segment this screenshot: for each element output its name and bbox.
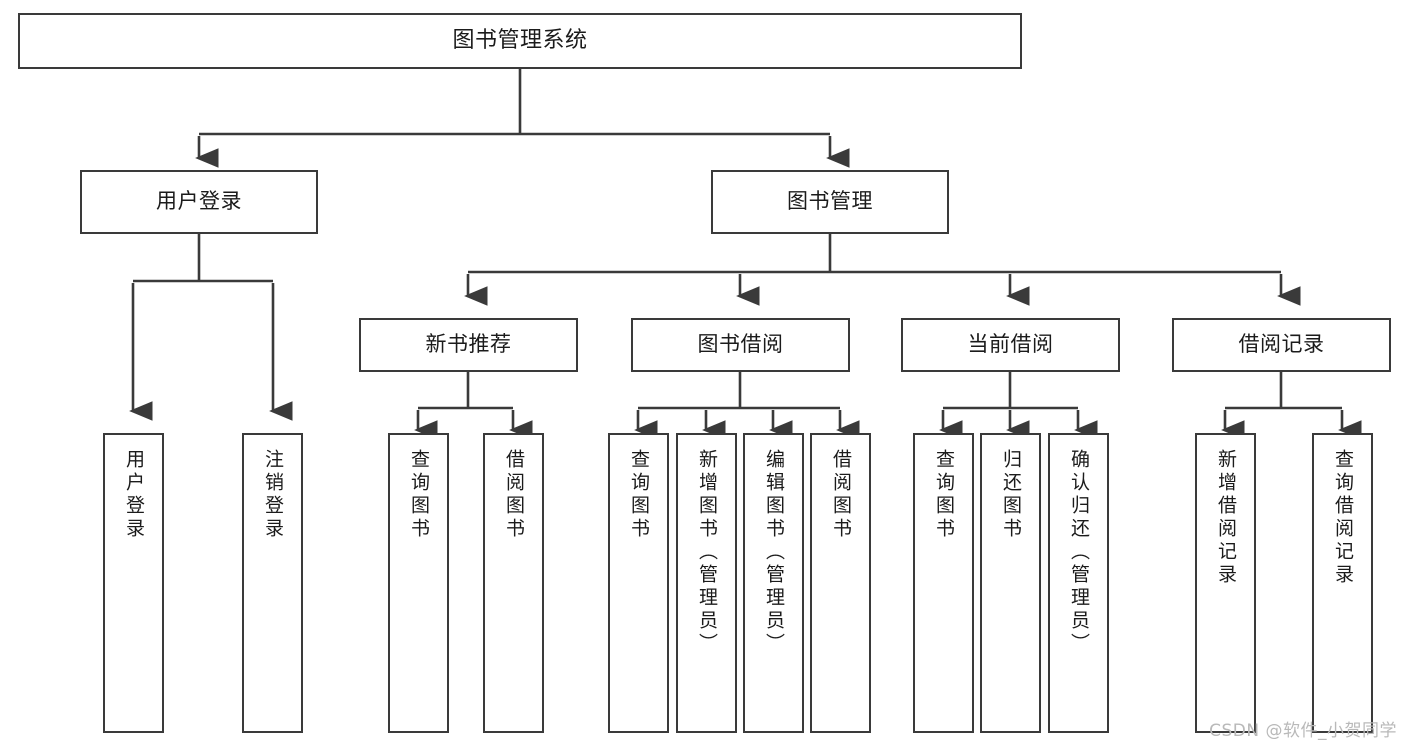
leaf-label: 借阅图书 xyxy=(503,449,525,541)
leaf-label: 确认归还（管理员） xyxy=(1068,449,1090,656)
leaf-label: 查询图书 xyxy=(933,449,955,541)
node-book-borrow[interactable]: 图书借阅 xyxy=(631,318,850,372)
watermark-text: CSDN @软件_小贺同学 xyxy=(1209,721,1397,741)
node-user-login[interactable]: 用户登录 xyxy=(80,170,318,234)
leaf-label: 归还图书 xyxy=(1000,449,1022,541)
node-leaf-query-book-3[interactable]: 查询图书 xyxy=(913,433,974,733)
node-leaf-add-book[interactable]: 新增图书（管理员） xyxy=(676,433,737,733)
node-book-management[interactable]: 图书管理 xyxy=(711,170,949,234)
leaf-label: 查询图书 xyxy=(628,449,650,541)
leaf-label: 用户登录 xyxy=(123,449,145,541)
node-root-system[interactable]: 图书管理系统 xyxy=(18,13,1022,69)
node-leaf-confirm-return[interactable]: 确认归还（管理员） xyxy=(1048,433,1109,733)
node-borrow-record[interactable]: 借阅记录 xyxy=(1172,318,1391,372)
leaf-label: 新增图书（管理员） xyxy=(696,449,718,656)
leaf-label: 编辑图书（管理员） xyxy=(763,449,785,656)
node-leaf-user-login[interactable]: 用户登录 xyxy=(103,433,164,733)
leaf-label: 查询图书 xyxy=(408,449,430,541)
node-leaf-add-record[interactable]: 新增借阅记录 xyxy=(1195,433,1256,733)
node-current-borrow[interactable]: 当前借阅 xyxy=(901,318,1120,372)
node-new-book-recommend[interactable]: 新书推荐 xyxy=(359,318,578,372)
leaf-label: 新增借阅记录 xyxy=(1215,449,1237,587)
node-leaf-query-book-1[interactable]: 查询图书 xyxy=(388,433,449,733)
leaf-label: 借阅图书 xyxy=(830,449,852,541)
node-leaf-borrow-book-2[interactable]: 借阅图书 xyxy=(810,433,871,733)
node-leaf-edit-book[interactable]: 编辑图书（管理员） xyxy=(743,433,804,733)
node-leaf-query-book-2[interactable]: 查询图书 xyxy=(608,433,669,733)
node-leaf-query-record[interactable]: 查询借阅记录 xyxy=(1312,433,1373,733)
node-leaf-borrow-book-1[interactable]: 借阅图书 xyxy=(483,433,544,733)
leaf-label: 注销登录 xyxy=(262,449,284,541)
node-leaf-logout[interactable]: 注销登录 xyxy=(242,433,303,733)
node-leaf-return-book[interactable]: 归还图书 xyxy=(980,433,1041,733)
leaf-label: 查询借阅记录 xyxy=(1332,449,1354,587)
